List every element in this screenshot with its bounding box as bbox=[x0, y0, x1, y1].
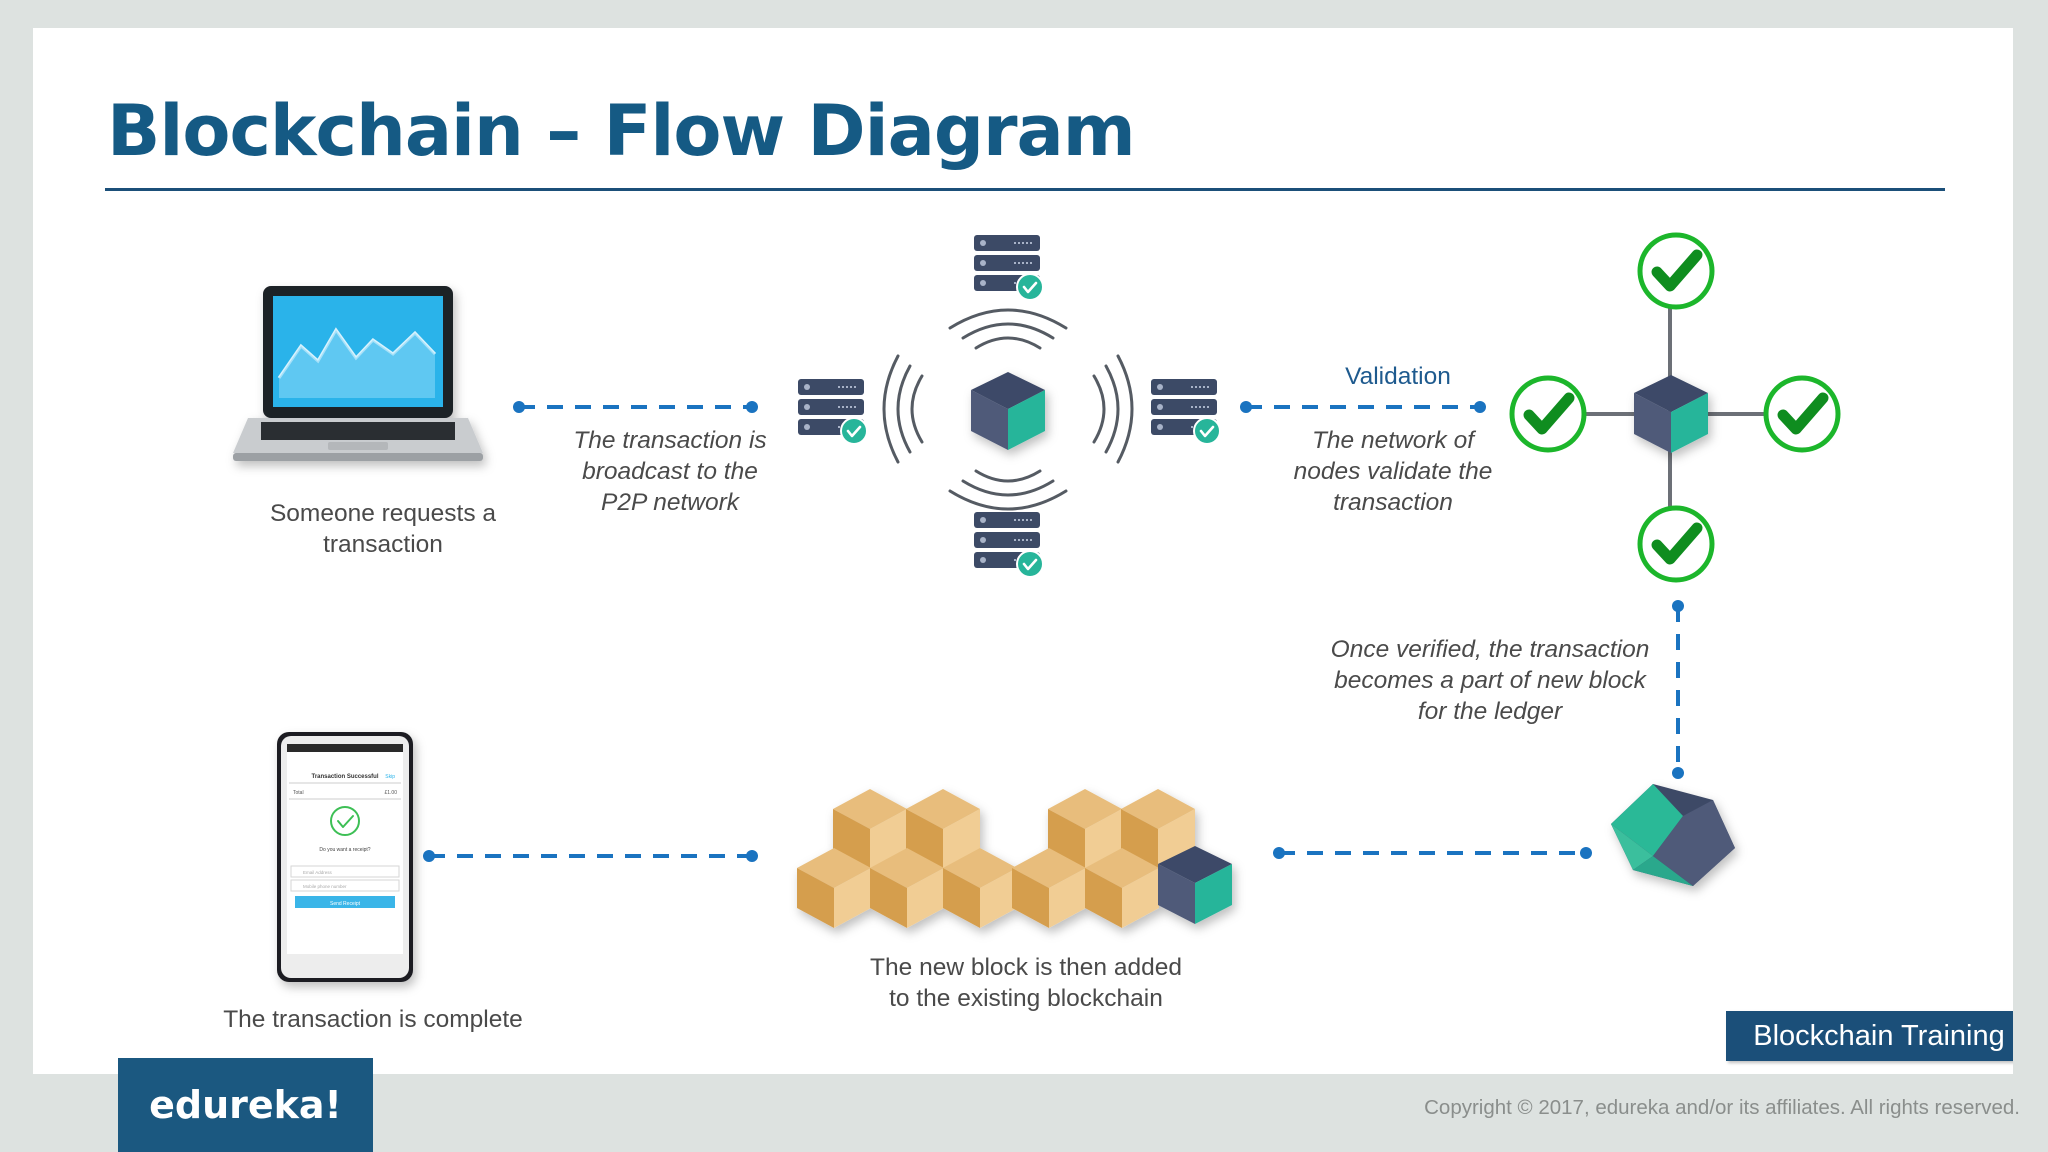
blockchain-icon bbox=[797, 789, 1232, 928]
label-added: The new block is then added to the exist… bbox=[870, 954, 1182, 1012]
phone-icon: Transaction Successful Skip Total £1.00 … bbox=[277, 732, 413, 982]
phone-total-label: Total bbox=[293, 790, 304, 796]
connector-validate-newblock bbox=[1672, 600, 1684, 779]
label-request: Someone requests a transaction bbox=[269, 500, 497, 558]
connector-broadcast-validate bbox=[1240, 401, 1486, 413]
validation-nodes-icon bbox=[1512, 235, 1838, 580]
label-validate: The network of nodes validate the transa… bbox=[1293, 427, 1493, 516]
laptop-icon bbox=[233, 286, 483, 461]
course-badge: Blockchain Training bbox=[1726, 1011, 2013, 1061]
label-complete: The transaction is complete bbox=[223, 1006, 523, 1033]
label-broadcast: The transaction is broadcast to the P2P … bbox=[573, 427, 767, 516]
slide: Blockchain – Flow Diagram bbox=[33, 28, 2013, 1074]
label-validation-heading: Validation bbox=[1345, 363, 1451, 390]
phone-screen-header: Transaction Successful bbox=[311, 774, 378, 780]
p2p-network-icon bbox=[796, 233, 1222, 579]
edureka-logo: edureka! bbox=[118, 1058, 373, 1152]
title-rule bbox=[105, 188, 1945, 191]
page-title: Blockchain – Flow Diagram bbox=[107, 90, 1136, 172]
phone-receipt-question: Do you want a receipt? bbox=[319, 847, 370, 853]
connector-request-broadcast bbox=[513, 401, 758, 413]
phone-number-input: Mobile phone number bbox=[303, 884, 347, 889]
phone-total-value: £1.00 bbox=[384, 790, 397, 796]
label-verified: Once verified, the transaction becomes a… bbox=[1330, 636, 1650, 725]
flow-diagram: Transaction Successful Skip Total £1.00 … bbox=[233, 28, 2013, 982]
phone-skip-link: Skip bbox=[385, 774, 395, 780]
copyright-notice: Copyright © 2017, edureka and/or its aff… bbox=[1424, 1096, 2020, 1119]
success-check-icon bbox=[330, 806, 360, 836]
phone-send-receipt-button: Send Receipt bbox=[330, 901, 361, 907]
phone-email-input: Email Address bbox=[303, 870, 333, 875]
connector-chain-complete bbox=[423, 850, 758, 862]
new-block-icon bbox=[1611, 784, 1735, 886]
connector-newblock-chain bbox=[1273, 847, 1592, 859]
